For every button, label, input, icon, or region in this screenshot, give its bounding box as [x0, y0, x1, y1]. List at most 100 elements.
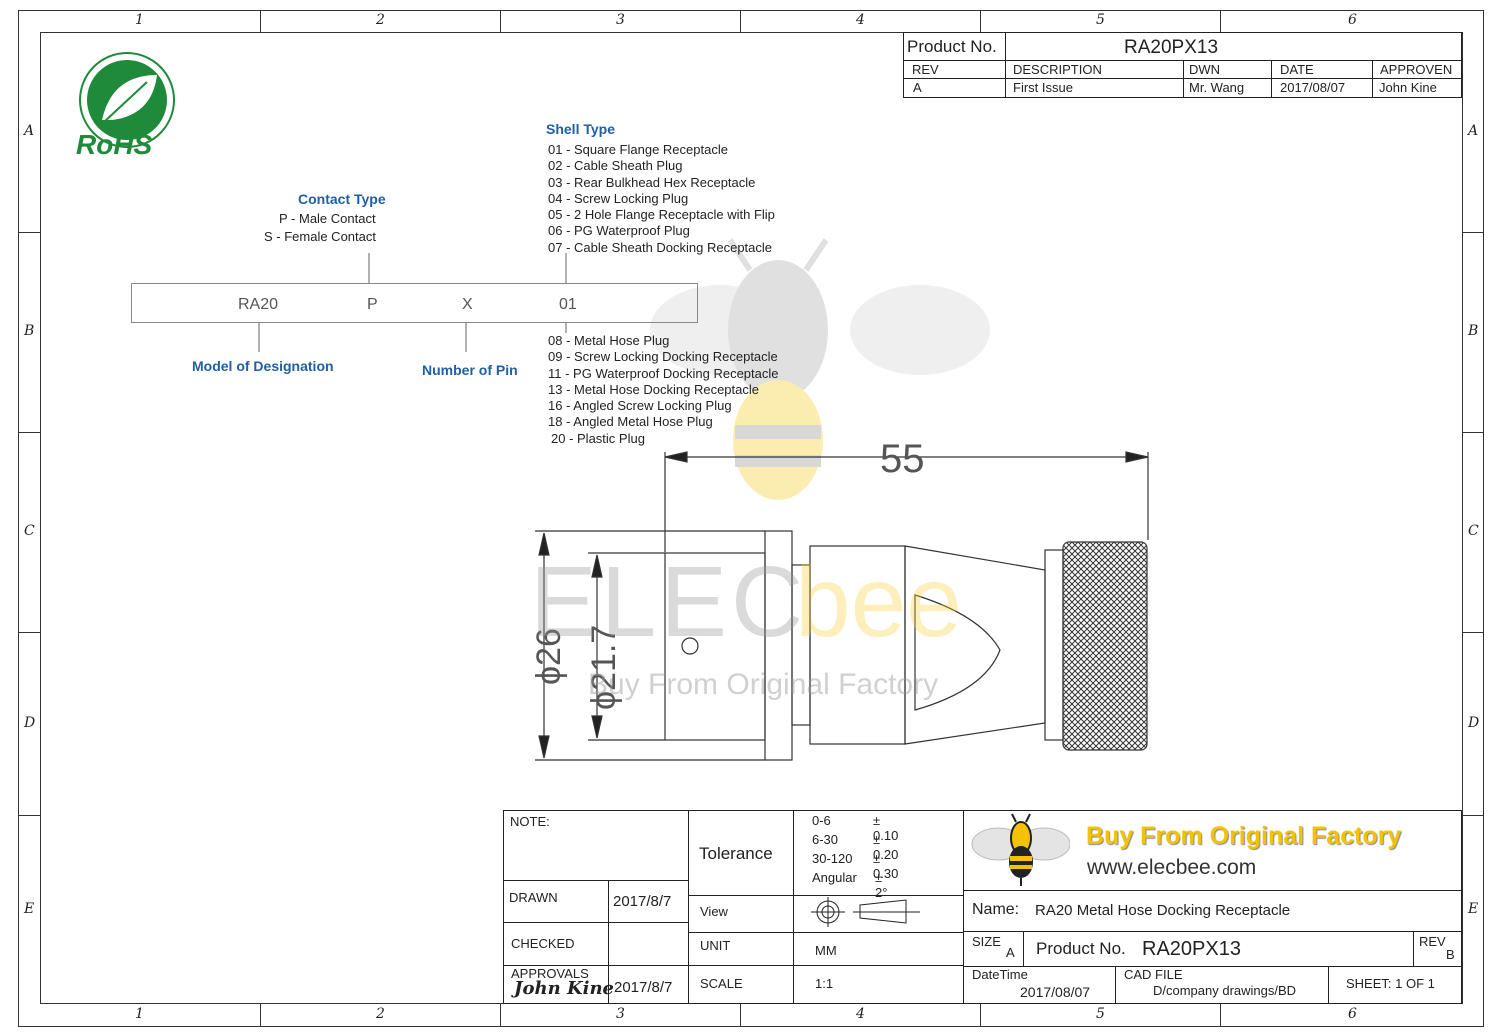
unit-label: UNIT: [700, 938, 731, 953]
product-no-label: Product No.: [1036, 939, 1126, 958]
zone-col-bottom: 6: [1348, 1006, 1357, 1022]
drawn-date: 2017/8/7: [613, 893, 672, 910]
zone-row-right: C: [1468, 523, 1479, 539]
product-no-value: RA20PX13: [1142, 938, 1241, 960]
zone-col-bottom: 3: [616, 1006, 625, 1022]
contact-type-item: P - Male Contact: [279, 211, 376, 226]
approvals-label: APPROVALS: [511, 966, 589, 981]
zone-col-bottom: 4: [856, 1006, 865, 1022]
val-date: 2017/08/07: [1280, 80, 1346, 95]
shell-type-item: 02 - Cable Sheath Plug: [548, 158, 683, 174]
outer-border: [18, 10, 1484, 1027]
elecbee-bee-logo: [971, 813, 1070, 886]
shell-type-item: 11 - PG Waterproof Docking Receptacle: [548, 365, 779, 381]
dim-inner-dia: ϕ21.7: [585, 625, 623, 710]
zone-row-left: C: [24, 523, 35, 539]
shell-type-title: Shell Type: [546, 121, 615, 137]
shell-type-item: 04 - Screw Locking Plug: [548, 190, 689, 206]
code-shell: 01: [559, 296, 577, 313]
shell-type-item: 03 - Rear Bulkhead Hex Receptacle: [548, 174, 756, 190]
zone-row-right: B: [1468, 323, 1479, 339]
approvals-date: 2017/8/7: [614, 979, 673, 996]
zone-row-left: B: [24, 323, 35, 339]
zone-col-bottom: 2: [376, 1006, 385, 1022]
note-label: NOTE:: [510, 814, 550, 829]
model-designation-label: Model of Designation: [192, 358, 334, 374]
connector-drawing: 55 ϕ26 ϕ21.7: [530, 440, 1149, 761]
zone-row-right: D: [1468, 714, 1480, 731]
shell-type-item: 07 - Cable Sheath Docking Receptacle: [548, 239, 773, 255]
datetime-label: DateTime: [972, 967, 1028, 982]
shell-type-item: 18 - Angled Metal Hose Plug: [548, 414, 713, 430]
zone-col-top: 2: [376, 12, 385, 28]
val-approven: John Kine: [1379, 80, 1437, 95]
rev-value: B: [1446, 947, 1455, 962]
zone-col-bottom: 1: [135, 1006, 144, 1022]
svg-text:RoHS: RoHS: [76, 129, 153, 160]
datetime-value: 2017/08/07: [1020, 984, 1091, 1000]
cad-file-value: D/company drawings/BD: [1153, 983, 1297, 998]
zone-row-left: E: [24, 900, 35, 917]
size-value: A: [1006, 945, 1015, 960]
shell-type-item: 05 - 2 Hole Flange Receptacle with Flip: [548, 207, 775, 223]
size-label: SIZE: [972, 934, 1001, 949]
product-no-value: RA20PX13: [1124, 37, 1219, 58]
watermark-tagline: Buy From Original Factory: [588, 668, 939, 701]
drawn-label: DRAWN: [509, 890, 558, 905]
cad-file-label: CAD FILE: [1124, 967, 1183, 982]
shell-type-item: 16 - Angled Screw Locking Plug: [548, 398, 732, 414]
zone-row-right: A: [1468, 123, 1479, 139]
code-pins: X: [462, 296, 473, 313]
code-contact: P: [367, 296, 378, 313]
zone-col-top: 1: [135, 12, 144, 28]
col-dwn: DWN: [1189, 62, 1221, 77]
product-no-label: Product No.: [907, 37, 997, 56]
tolerance-range: 0-6: [812, 813, 831, 828]
watermark-brand-yellow: bee: [795, 546, 962, 658]
zone-col-top: 3: [616, 12, 625, 28]
tolerance-range: 6-30: [812, 832, 839, 847]
scale-value: 1:1: [815, 976, 834, 991]
shell-type-item: 13 - Metal Hose Docking Receptacle: [548, 381, 759, 397]
zone-col-top: 6: [1348, 12, 1357, 28]
zone-row-left: D: [24, 714, 36, 731]
shell-type-item: 06 - PG Waterproof Plug: [548, 223, 690, 239]
view-label: View: [700, 904, 728, 919]
watermark-brand-gray: ELEC: [530, 546, 808, 658]
tolerance-value: ± 2°: [875, 870, 888, 900]
zone-row-right: E: [1468, 900, 1479, 917]
header-table: [903, 32, 1462, 98]
approver-signature: John Kine: [514, 978, 614, 999]
sheet-count: SHEET: 1 OF 1: [1346, 976, 1435, 991]
name-value: RA20 Metal Hose Docking Receptacle: [1035, 902, 1291, 919]
unit-value: MM: [815, 943, 837, 958]
designation-leaders: [258, 253, 567, 352]
col-date: DATE: [1280, 62, 1314, 77]
col-rev: REV: [912, 62, 939, 77]
name-label: Name:: [972, 901, 1020, 918]
slogan: Buy From Original Factory: [1086, 822, 1402, 850]
title-block: [503, 810, 1462, 1004]
dim-outer-dia: ϕ26: [530, 628, 568, 685]
shell-type-item: 09 - Screw Locking Docking Receptacle: [548, 349, 778, 365]
projection-view-icon: [811, 897, 920, 927]
shell-type-item: 01 - Square Flange Receptacle: [548, 142, 728, 157]
checked-label: CHECKED: [511, 936, 575, 951]
contact-type-item: S - Female Contact: [264, 229, 376, 244]
val-rev: A: [913, 80, 922, 95]
contact-type-title: Contact Type: [298, 191, 386, 207]
zone-col-top: 4: [856, 12, 865, 28]
website-link[interactable]: www.elecbee.com: [1087, 856, 1257, 879]
number-of-pin-label: Number of Pin: [422, 362, 518, 378]
tolerance-range: Angular: [812, 870, 857, 885]
tolerance-range: 30-120: [812, 851, 853, 866]
rohs-logo: RoHS: [76, 52, 175, 160]
zone-row-left: A: [24, 123, 35, 139]
col-description: DESCRIPTION: [1013, 62, 1102, 77]
tolerance-value: ± 0.20: [873, 832, 899, 862]
tolerance-label: Tolerance: [699, 844, 773, 863]
code-model: RA20: [238, 296, 279, 313]
bee-watermark: [650, 238, 990, 500]
